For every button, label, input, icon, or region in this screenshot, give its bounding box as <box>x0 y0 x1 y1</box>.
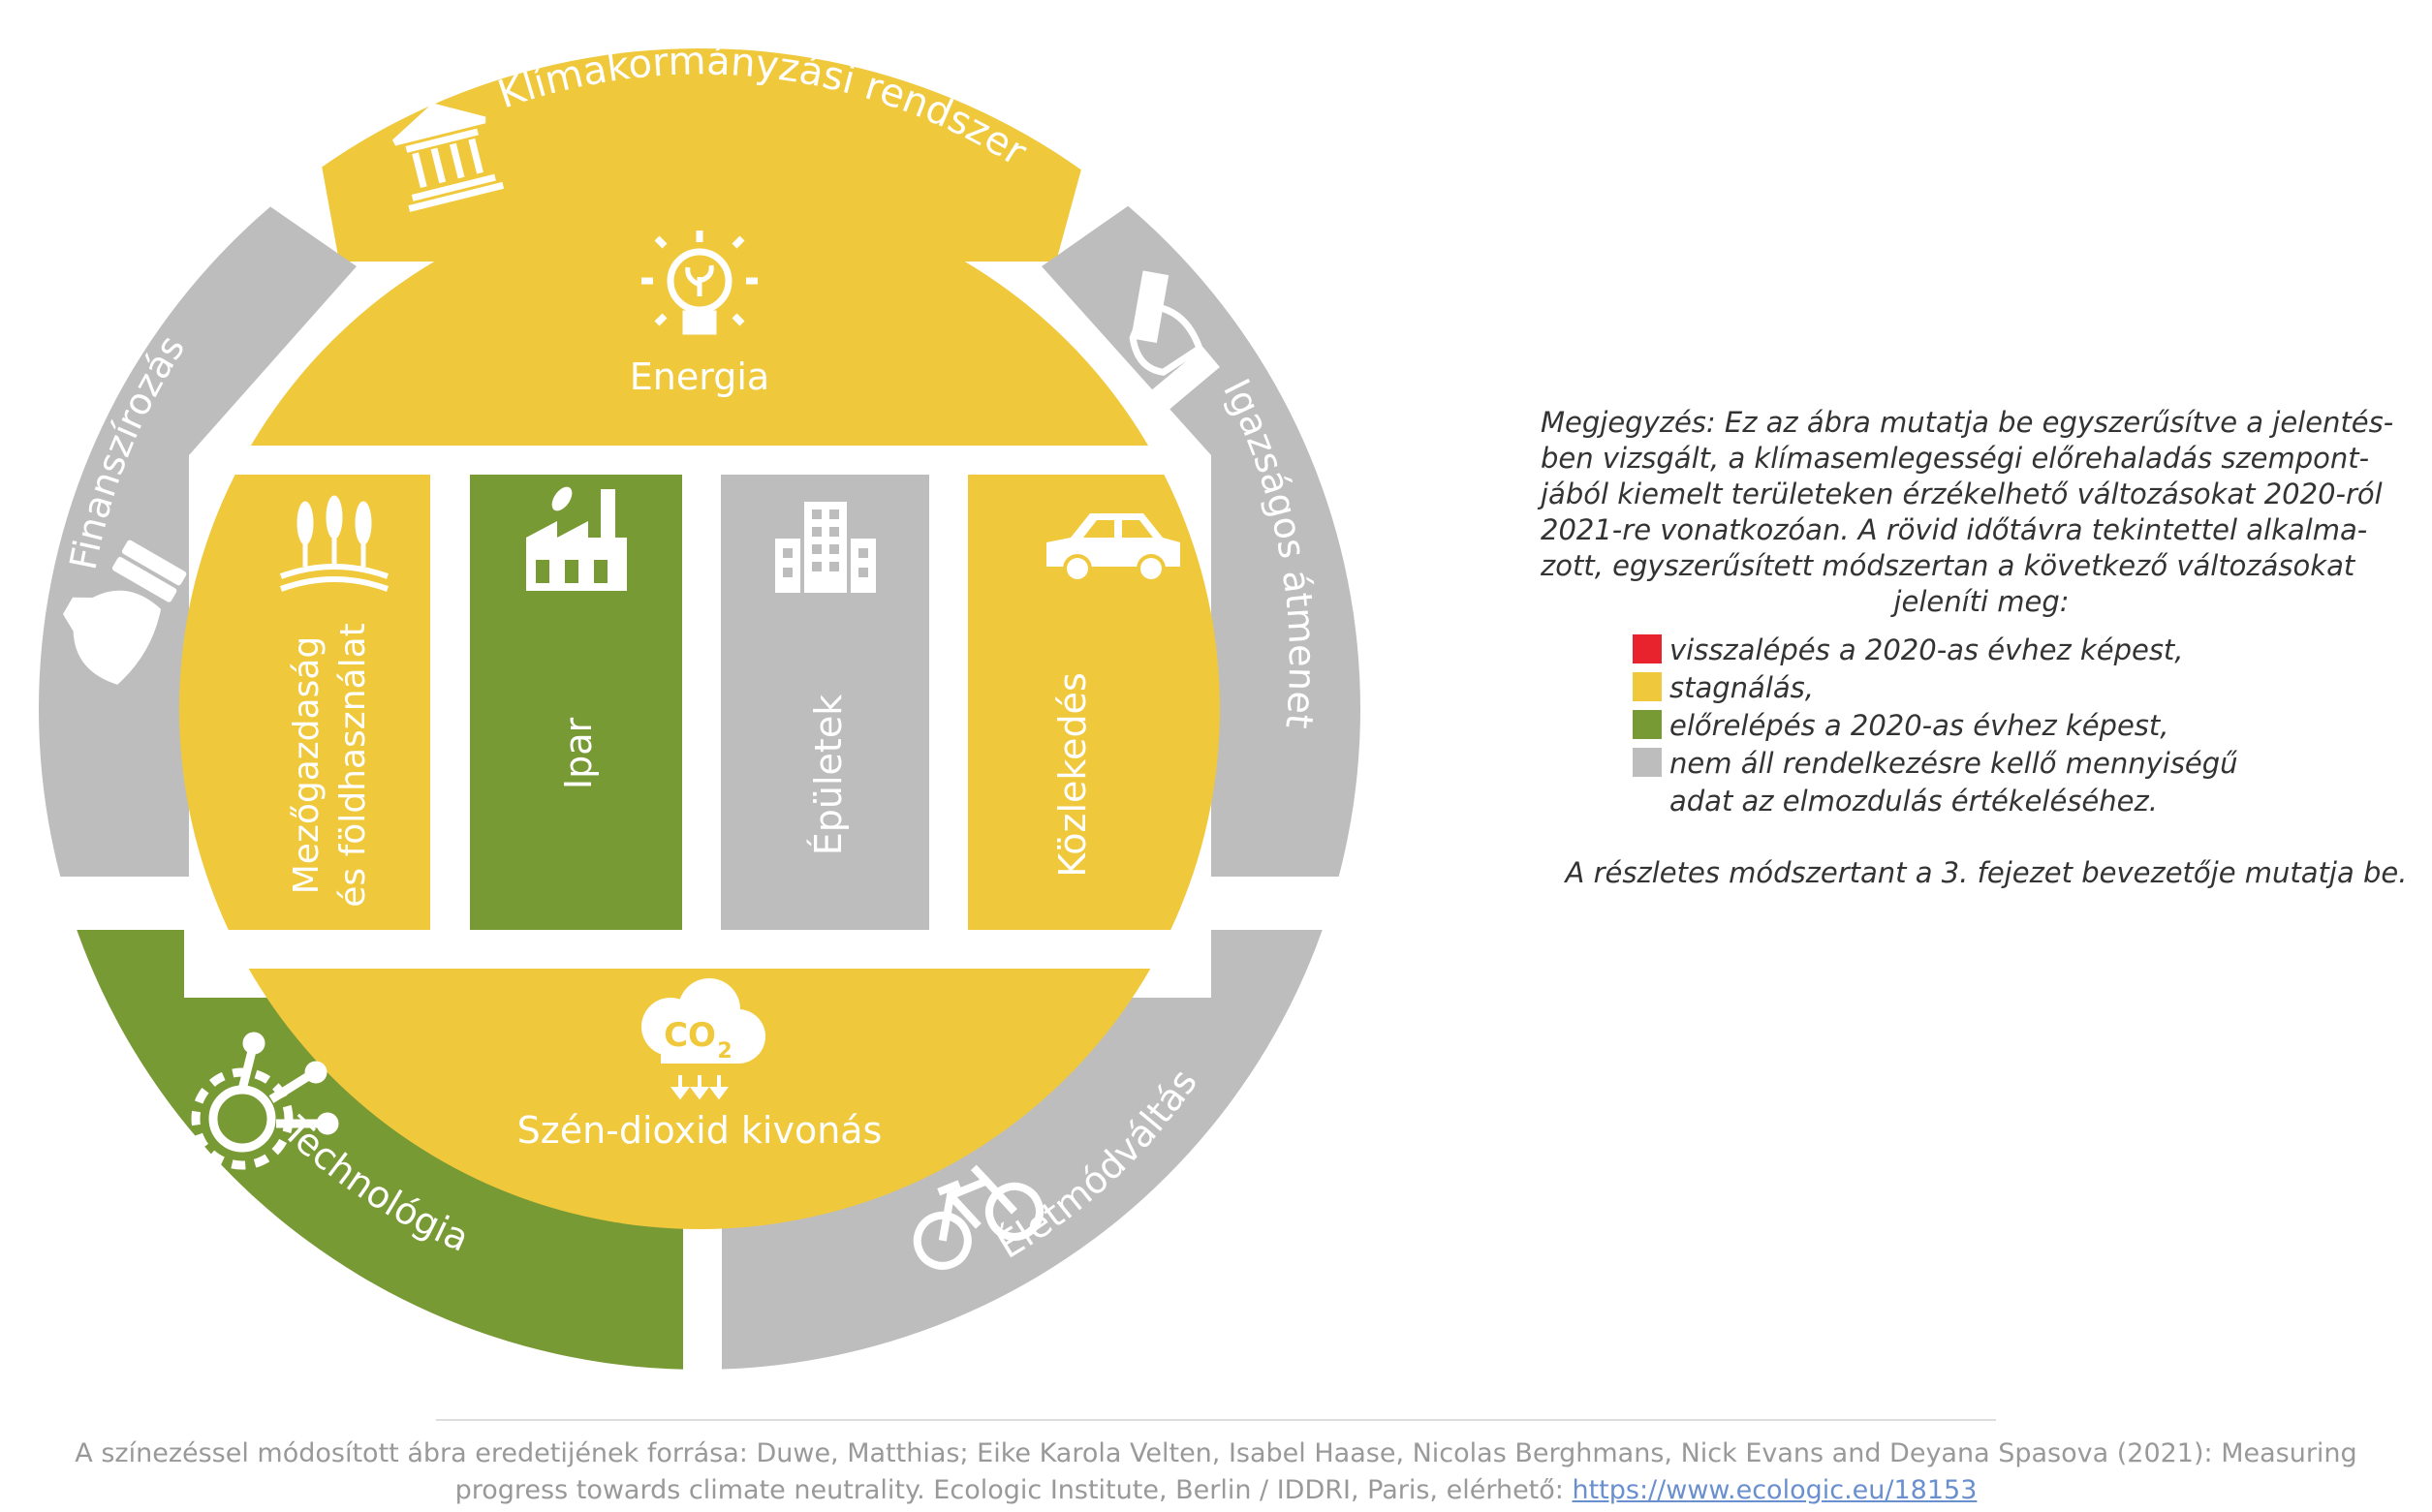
legend-label: stagnálás, <box>1669 671 1814 704</box>
lightbulb-icon <box>641 231 758 335</box>
legend-item-regression: visszalépés a 2020-as évhez képest, <box>1633 632 2408 669</box>
note-block: Megjegyzés: Ez az ábra mutatja be egysze… <box>1541 405 2422 620</box>
government-building-icon <box>391 103 505 212</box>
svg-text:2: 2 <box>717 1039 732 1064</box>
car-icon <box>1046 513 1180 583</box>
label-agriculture: Mezőgazdaság és földhasználat <box>287 623 373 907</box>
money-bag-icon <box>63 540 187 685</box>
svg-text:és földhasználat: és földhasználat <box>333 623 373 907</box>
legend-item-no-data: nem áll rendelkezésre kellő mennyiségű <box>1633 745 2408 783</box>
legend-label: nem áll rendelkezésre kellő mennyiségű <box>1669 747 2238 780</box>
label-transport: Közlekedés <box>1051 672 1094 878</box>
legend-label: előrelépés a 2020-as évhez képest, <box>1669 709 2169 742</box>
label-buildings: Épületek <box>807 694 850 855</box>
legend-swatch-grey <box>1633 748 1662 777</box>
co2-cloud-icon: CO 2 <box>641 978 765 1100</box>
source-citation: A színezéssel módosított ábra eredetijén… <box>19 1435 2413 1509</box>
note-last-line: jeleníti meg: <box>1893 585 2070 618</box>
label-industry: Ipar <box>557 718 600 790</box>
legend-swatch-green <box>1633 710 1662 739</box>
note-line: Megjegyzés: Ez az ábra mutatja be egysze… <box>1541 406 2394 439</box>
legend-item-progress: előrelépés a 2020-as évhez képest, <box>1633 707 2408 745</box>
svg-text:CO: CO <box>664 1016 716 1055</box>
note-line: ben vizsgált, a klímasemlegességi előreh… <box>1541 442 2370 475</box>
source-link[interactable]: https://www.ecologic.eu/18153 <box>1572 1475 1978 1505</box>
source-line-1: A színezéssel módosított ábra eredetijén… <box>75 1438 2357 1468</box>
label-energy: Energia <box>630 355 769 398</box>
method-note: A részletes módszertant a 3. fejezet bev… <box>1565 856 2408 889</box>
source-line-2: progress towards climate neutrality. Eco… <box>454 1475 1573 1505</box>
legend-swatch-red <box>1633 634 1662 663</box>
note-text: Megjegyzés: Ez az ábra mutatja be egysze… <box>1541 405 2422 584</box>
segment-governance <box>300 48 1114 262</box>
building-icon <box>775 502 876 593</box>
climate-neutrality-diagram: Klímakormányzási rendszer Igazságos átme… <box>39 48 1360 1370</box>
wheat-icon <box>279 495 390 592</box>
note-line: 2021-re vonatkozóan. A rövid időtávra te… <box>1541 513 2368 546</box>
note-line: zott, egyszerűsített módszertan a követk… <box>1541 549 2355 582</box>
note-line: jából kiemelt területeken érzékelhető vá… <box>1541 478 2383 510</box>
legend-label-continuation: adat az elmozdulás értékeléséhez. <box>1669 785 2158 818</box>
legend-swatch-yellow <box>1633 672 1662 701</box>
legend: visszalépés a 2020-as évhez képest, stag… <box>1633 632 2408 820</box>
svg-text:Mezőgazdaság: Mezőgazdaság <box>287 636 327 895</box>
factory-icon <box>526 486 627 591</box>
bicycle-icon <box>913 1164 1044 1270</box>
legend-label: visszalépés a 2020-as évhez képest, <box>1669 633 2184 666</box>
legend-item-stagnation: stagnálás, <box>1633 669 2408 707</box>
handshake-icon <box>1129 270 1220 412</box>
label-carbon-removal: Szén-dioxid kivonás <box>517 1109 883 1152</box>
gear-circuit-icon <box>191 1032 339 1170</box>
footer-divider <box>436 1419 1996 1421</box>
